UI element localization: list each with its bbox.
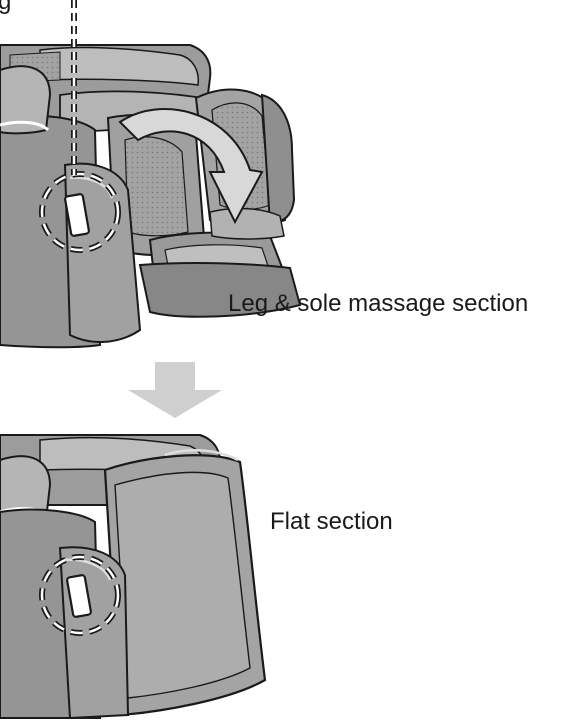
leg-sole-section-label: Leg & sole massage section (228, 292, 528, 316)
flat-section-label: Flat section (270, 510, 393, 534)
leader-label-cut: g (0, 0, 11, 14)
chair-illustration-flat (0, 435, 265, 718)
down-arrow-icon (128, 362, 222, 418)
